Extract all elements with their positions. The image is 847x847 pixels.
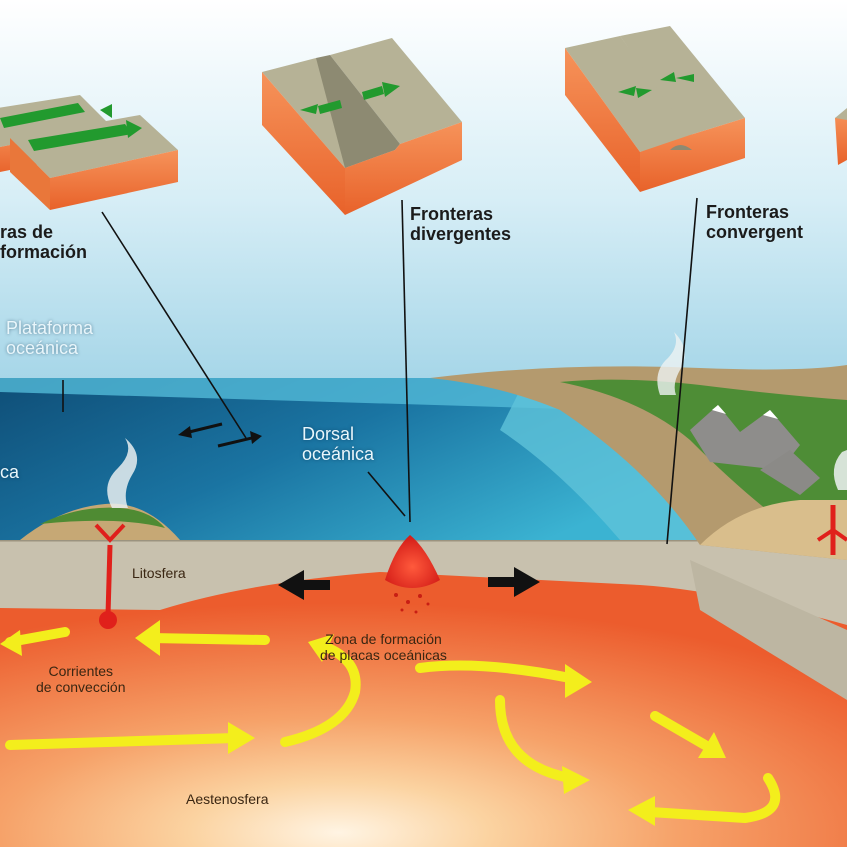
- plate-formation-zone-label: Zona de formación de placas oceánicas: [320, 631, 447, 663]
- partial-block: [835, 108, 847, 165]
- oceanic-left-label: ca: [0, 462, 20, 482]
- transform-boundaries-label: ras de formación: [0, 222, 88, 263]
- convection-currents-label: Corrientes de convección: [36, 663, 126, 695]
- transform-fault-block: [0, 95, 178, 210]
- convergent-boundaries-label: Fronteras convergent: [706, 202, 804, 243]
- lithosphere-label: Litosfera: [132, 565, 186, 581]
- convergent-block: [565, 26, 745, 192]
- asthenosphere-label: Aestenosfera: [186, 791, 269, 807]
- divergent-block: [262, 38, 462, 215]
- oceanic-platform-label: Plataforma oceánica: [6, 318, 94, 359]
- divergent-boundaries-label: Fronteras divergentes: [410, 204, 512, 245]
- oceanic-ridge-label: Dorsal oceánica: [302, 424, 375, 465]
